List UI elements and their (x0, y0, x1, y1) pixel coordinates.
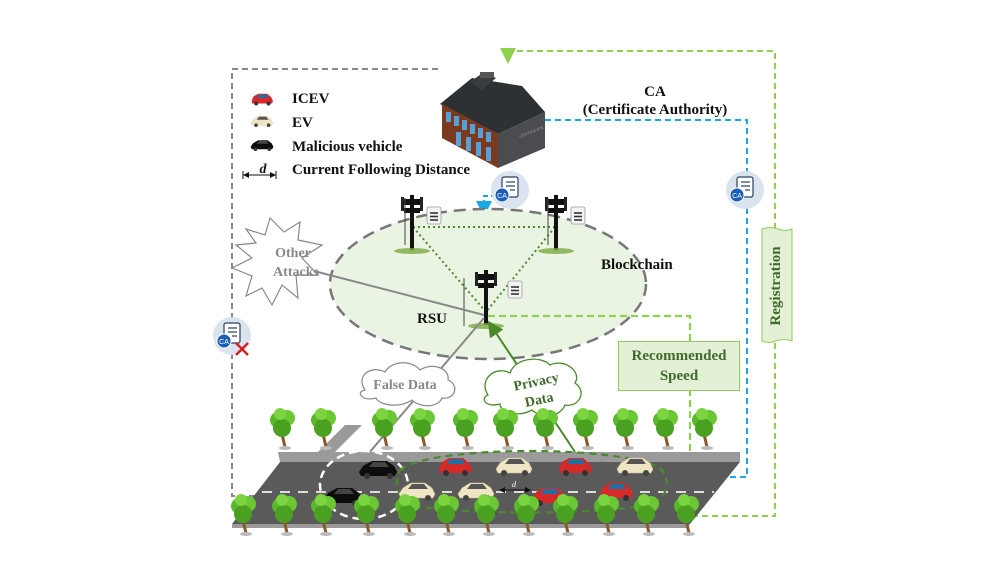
revoked-certificate-badge-icon (212, 316, 252, 356)
other-attacks-line (309, 269, 485, 316)
legend-item-malicious: Malicious vehicle (248, 136, 402, 158)
registration-banner (761, 227, 793, 343)
ledger-doc-icon (426, 206, 442, 225)
revoked-x-icon (235, 342, 249, 356)
ca-certificate-badge-icon (725, 170, 765, 210)
ca-title-line: CA (644, 84, 666, 100)
privacy-data-label-line2: Data (524, 390, 555, 411)
recommended-speed-line2: Speed (659, 368, 699, 384)
other-attacks-starburst (230, 216, 324, 307)
rsu-label: RSU (417, 311, 448, 327)
other-attacks-label-line1: Other (275, 246, 311, 261)
false-data-cloud (359, 362, 456, 407)
ledger-doc-icon (507, 280, 523, 299)
other-attacks-label-line2: Attacks (273, 265, 319, 280)
legend-label: Current Following Distance (292, 161, 471, 178)
legend-label: Malicious vehicle (292, 138, 403, 155)
registration-label: Registration (768, 246, 784, 326)
legend-item-distance: d Current Following Distance (248, 159, 471, 181)
privacy-data-cloud (483, 358, 582, 417)
ca-building-icon: CERTIFICATE (440, 72, 545, 168)
false-data-label: False Data (373, 378, 436, 393)
ledger-doc-icon (570, 206, 586, 225)
legend-label: ICEV (292, 90, 330, 107)
ca-certificate-badge-icon (490, 170, 530, 210)
legend-item-ev: EV (248, 112, 313, 134)
recommended-speed-line1: Recommended (631, 348, 727, 364)
following-distance-symbol: d (512, 480, 517, 489)
ca-subtitle: (Certificate Authority) (582, 102, 728, 118)
blockchain-label: Blockchain (601, 257, 673, 273)
ca-title: CA (Certificate Authority) (555, 83, 755, 119)
legend-label: EV (292, 114, 313, 131)
legend-item-icev: ICEV (248, 88, 330, 110)
recommended-speed-box: Recommended Speed (618, 341, 740, 391)
legend-distance-symbol: d (259, 162, 267, 177)
revocation-gray-dashed-path (231, 68, 438, 504)
legend-icons (242, 93, 277, 179)
blockchain-links (412, 226, 556, 313)
